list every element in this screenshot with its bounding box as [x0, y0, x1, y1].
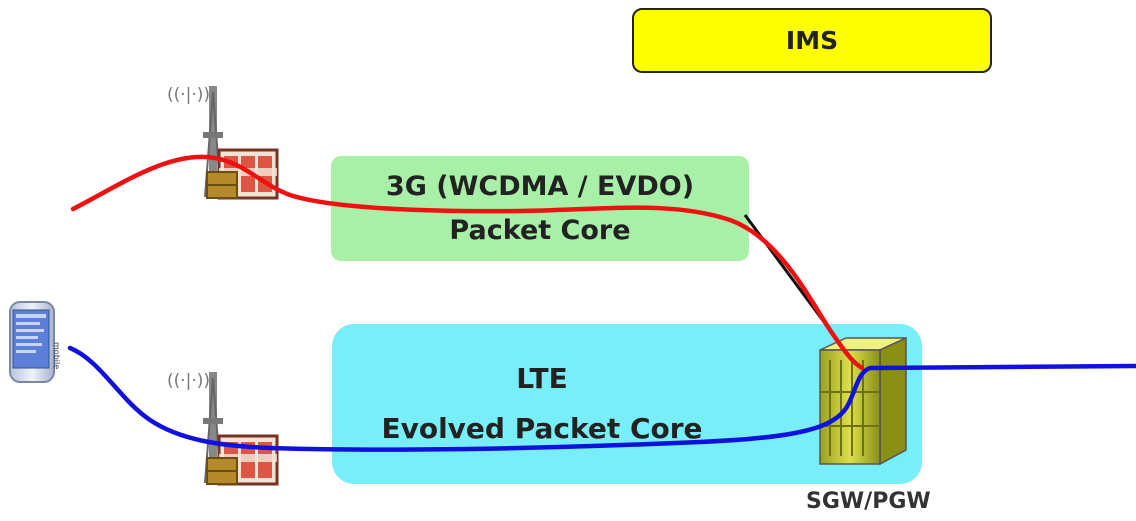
3g-core-subtitle: Packet Core	[449, 214, 631, 246]
lte-core-title: LTE	[516, 362, 568, 395]
sgw-pgw-label: SGW/PGW	[806, 489, 931, 514]
ims-box: IMS	[632, 8, 992, 73]
3g-data-path	[70, 154, 865, 371]
cell-tower-bottom-icon: ((·|·))	[167, 371, 279, 486]
lte-data-path	[67, 345, 1136, 452]
lte-core-subtitle: Evolved Packet Core	[381, 412, 703, 445]
3g-core-title: 3G (WCDMA / EVDO)	[385, 170, 695, 202]
mobile-phone-icon: mobile	[9, 301, 61, 383]
tower-top-signal-text: ((·|·))	[167, 85, 210, 105]
sgw-pgw-gateway-icon	[819, 336, 907, 466]
phone-brand-text: mobile	[52, 342, 61, 369]
tower-bottom-signal-text: ((·|·))	[167, 371, 210, 391]
ims-label: IMS	[785, 26, 839, 55]
